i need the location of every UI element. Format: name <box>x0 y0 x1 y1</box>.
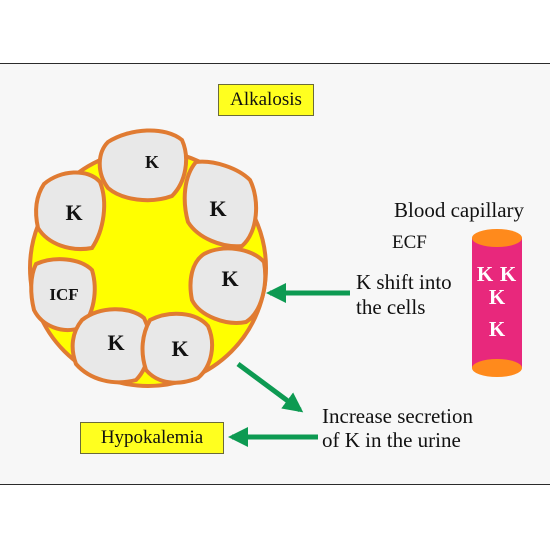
shift-label-line1: K shift into <box>356 270 452 294</box>
cell-top-label: K <box>145 152 159 172</box>
cell-upper-left-label: K <box>65 200 82 225</box>
capillary-ion-2: K <box>500 262 517 286</box>
cell-left-label: ICF <box>49 285 78 304</box>
secretion-label-line2: of K in the urine <box>322 428 461 452</box>
capillary-ion-1: K <box>477 262 494 286</box>
secretion-arrow <box>236 361 304 413</box>
cell-bottom-right-label: K <box>171 336 188 361</box>
cell-upper-right <box>182 159 259 249</box>
shift-label-line2: the cells <box>356 295 426 319</box>
capillary-top-end <box>472 229 522 247</box>
cell-bottom-left <box>70 307 152 385</box>
capillary-ion-3: K <box>489 285 506 309</box>
cell-bottom-left-label: K <box>107 330 124 355</box>
cell-upper-right-label: K <box>209 196 226 221</box>
cell-bottom-right <box>140 311 215 385</box>
alkalosis-box: Alkalosis <box>218 84 314 116</box>
ecf-label: ECF <box>392 232 427 253</box>
capillary-body <box>472 238 522 368</box>
capillary-bottom-end <box>472 359 522 377</box>
cell-top <box>97 128 189 203</box>
hypokalemia-box: Hypokalemia <box>80 422 224 454</box>
cell-upper-left <box>34 170 107 251</box>
blood-capillary-label: Blood capillary <box>394 198 525 222</box>
cell-right <box>188 246 268 325</box>
secretion-label-line1: Increase secretion <box>322 404 473 428</box>
capillary-ion-4: K <box>489 317 506 341</box>
cell-right-label: K <box>221 266 238 291</box>
